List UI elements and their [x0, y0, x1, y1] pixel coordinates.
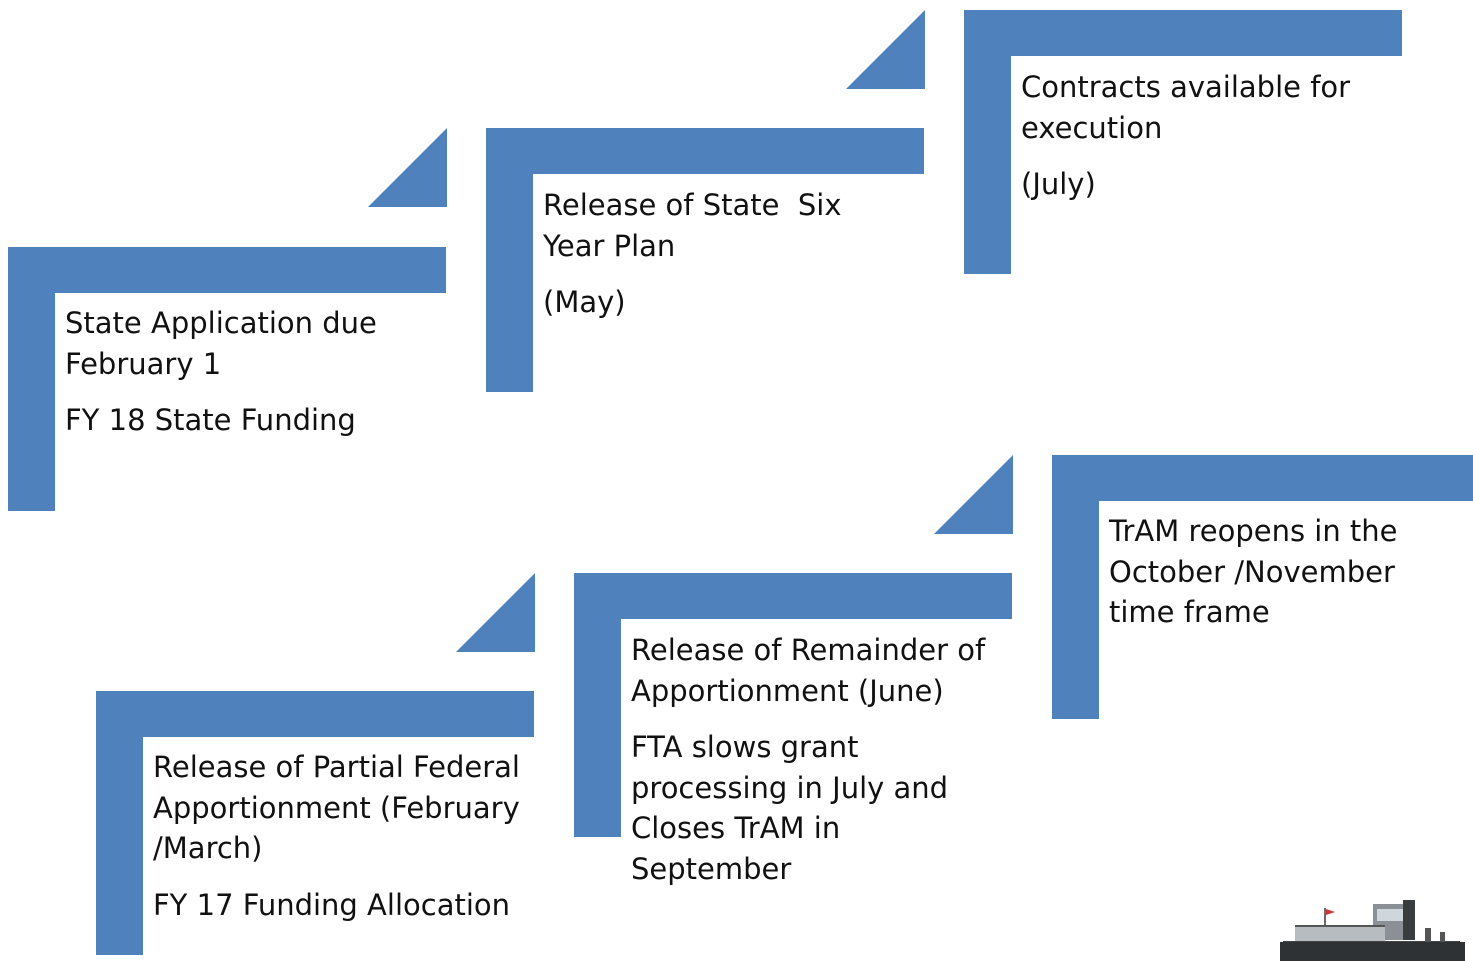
- step-text: Release of State Six Year Plan (May): [543, 185, 863, 323]
- step-bar-vertical: [964, 10, 1011, 274]
- step-detail: FY 18 State Funding: [65, 403, 356, 437]
- step-title: TrAM reopens in the October /November ti…: [1109, 514, 1398, 629]
- step-arrow-icon: [368, 128, 447, 207]
- step-title: Release of State Six Year Plan: [543, 188, 851, 263]
- step-bar-horizontal: [1052, 455, 1473, 501]
- step-detail: FY 17 Funding Allocation: [153, 887, 511, 922]
- step-text: State Application due February 1 FY 18 S…: [65, 303, 435, 441]
- step-bar-vertical: [486, 128, 533, 392]
- step-bar-vertical: [8, 247, 55, 511]
- step-detail: (July): [1021, 167, 1096, 201]
- step-bar-horizontal: [574, 573, 1012, 619]
- step-arrow-icon: [846, 10, 925, 89]
- step-title: Contracts available for execution: [1021, 70, 1351, 145]
- step-arrow-icon: [934, 455, 1013, 534]
- boat-image: [1280, 900, 1465, 961]
- step-text: TrAM reopens in the October /November ti…: [1109, 511, 1454, 633]
- step-bar-horizontal: [96, 691, 534, 737]
- step-bar-horizontal: [486, 128, 924, 174]
- step-text: Release of Remainder of Apportionment (J…: [631, 630, 986, 889]
- step-bar-vertical: [574, 573, 621, 837]
- step-bar-vertical: [96, 691, 143, 955]
- step-title: Release of Partial Federal Apportionment…: [153, 750, 520, 865]
- step-detail: FTA slows grant processing in July and C…: [631, 730, 949, 886]
- step-detail: (May): [543, 285, 626, 319]
- step-title: Release of Remainder of Apportionment (J…: [631, 633, 986, 708]
- step-arrow-icon: [456, 573, 535, 652]
- step-bar-vertical: [1052, 455, 1099, 719]
- step-title: State Application due February 1: [65, 306, 377, 381]
- step-bar-horizontal: [8, 247, 446, 293]
- step-text: Release of Partial Federal Apportionment…: [153, 747, 533, 925]
- step-text: Contracts available for execution (July): [1021, 67, 1401, 205]
- step-bar-horizontal: [964, 10, 1402, 56]
